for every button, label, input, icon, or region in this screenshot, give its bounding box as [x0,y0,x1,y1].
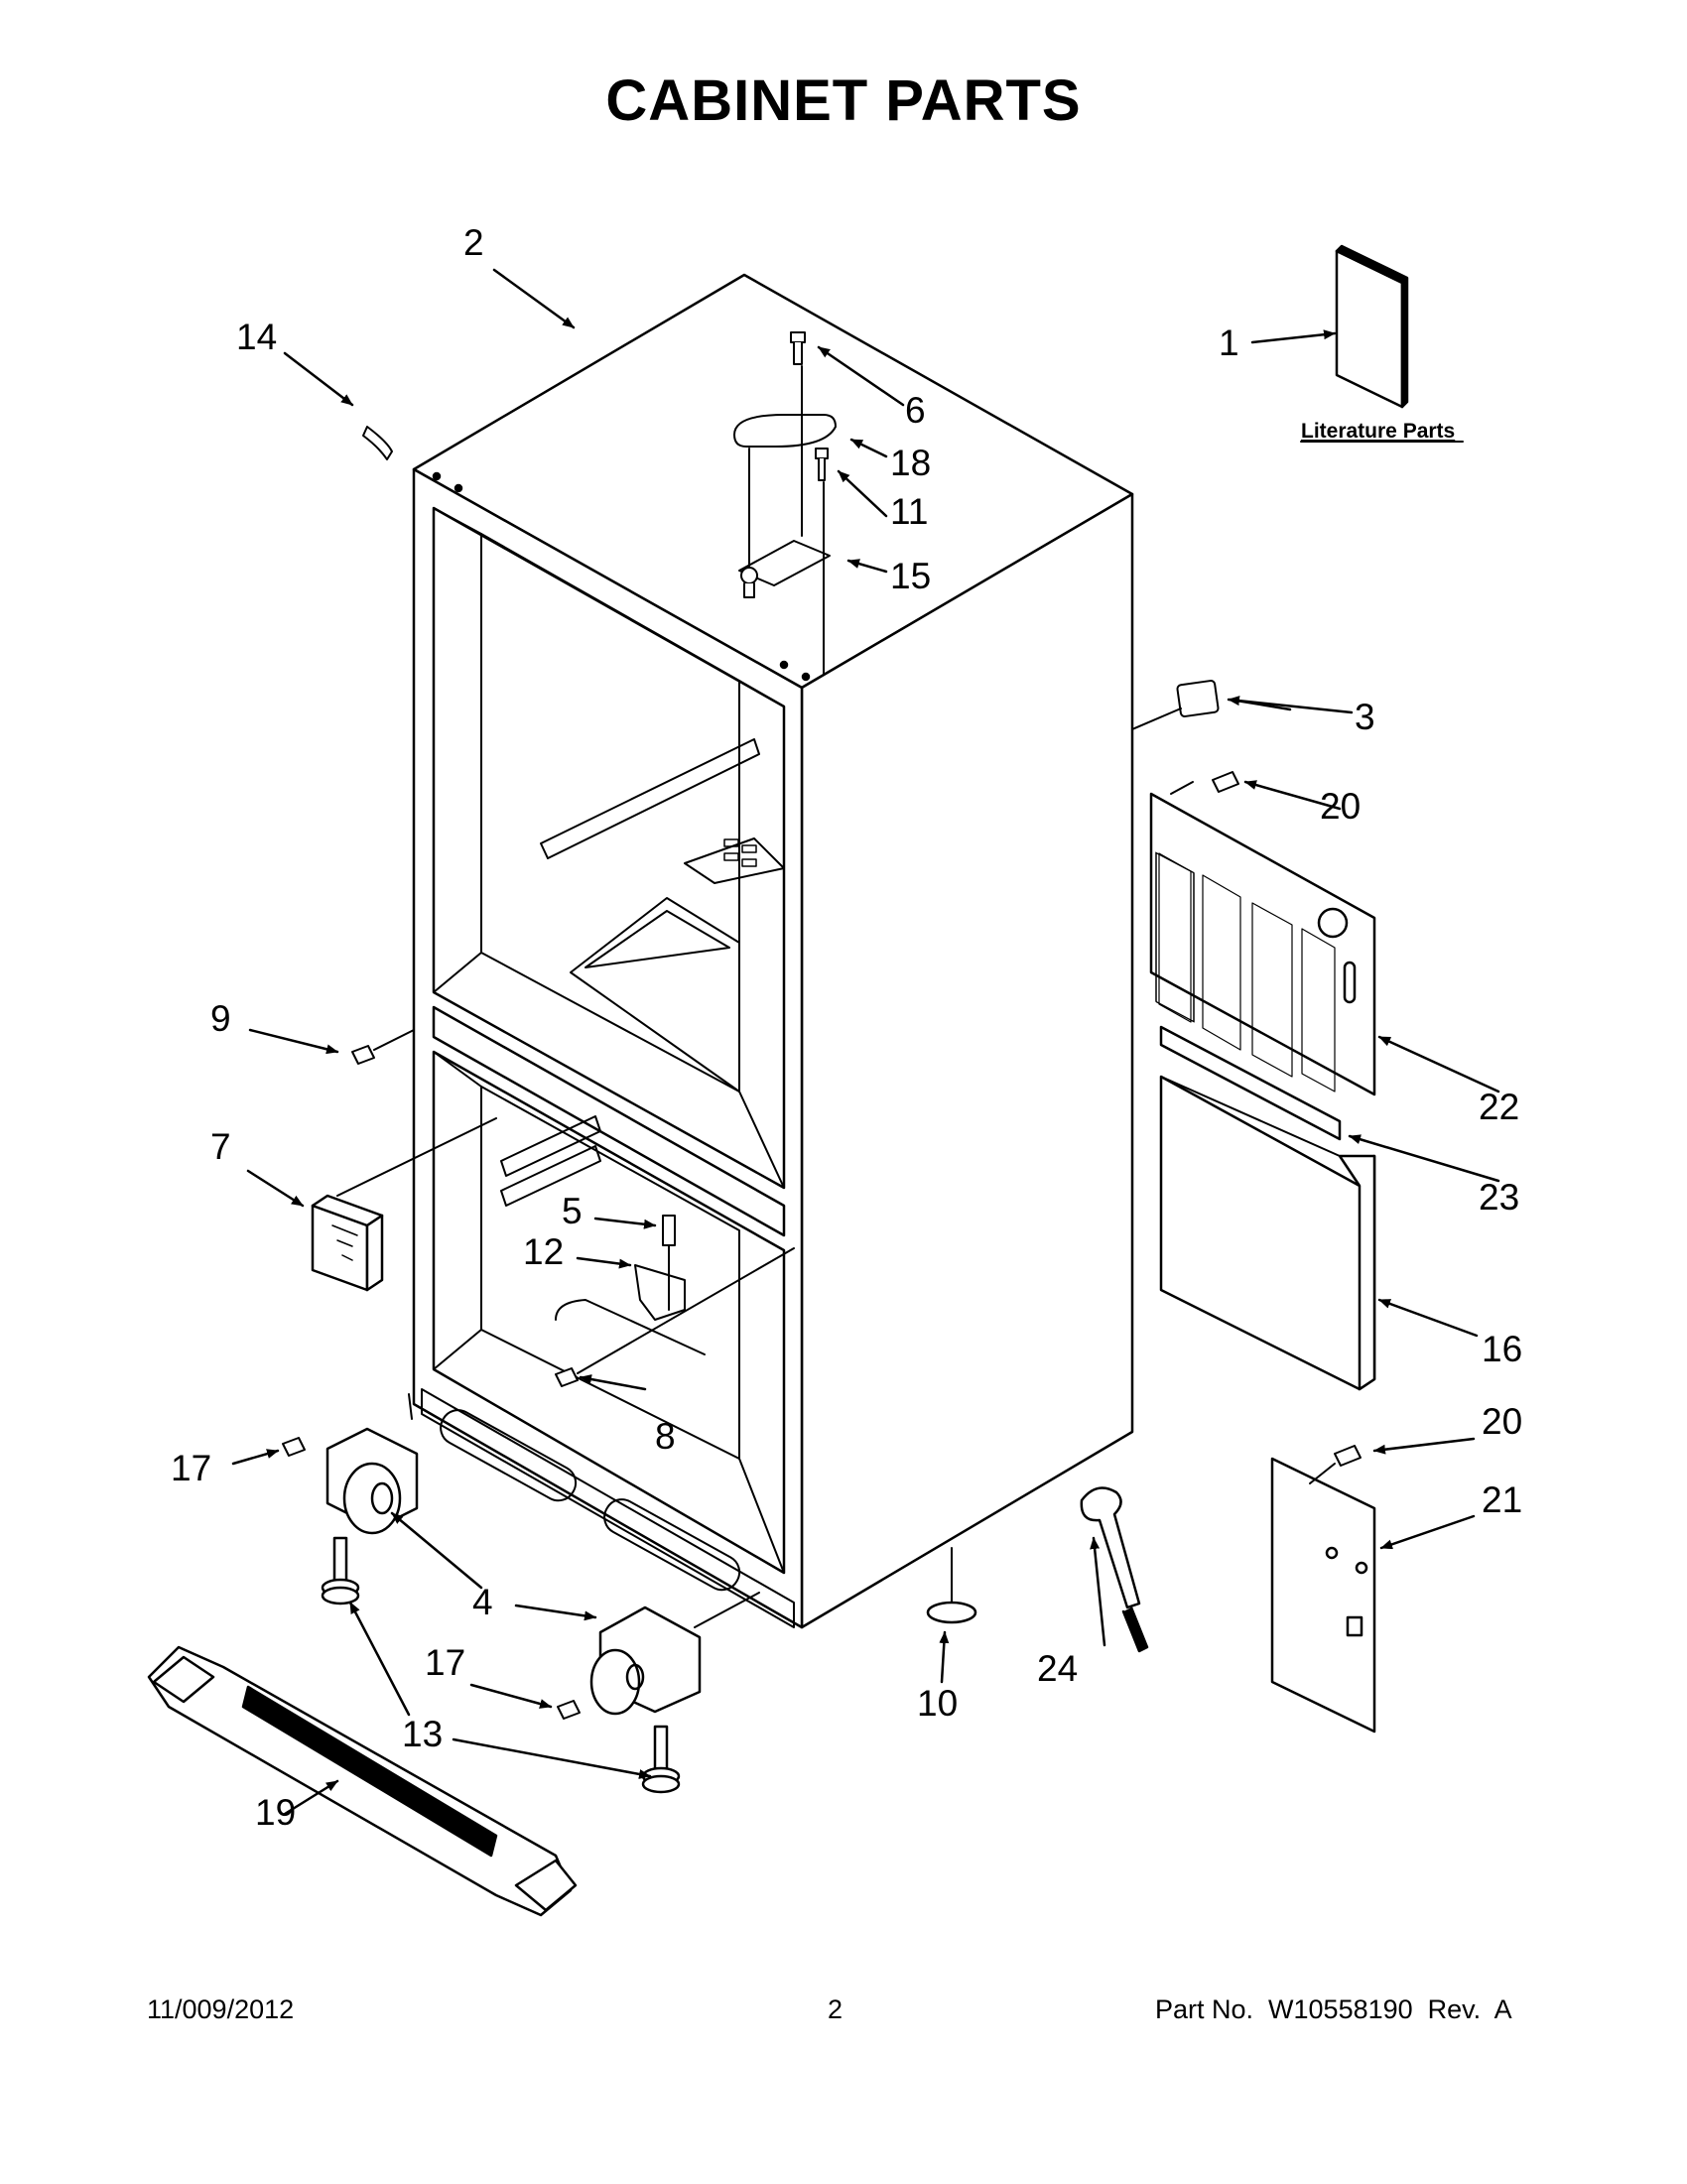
screw-9 [351,1045,375,1065]
valve-5 [662,1215,676,1246]
callout-12: 12 [523,1231,564,1272]
callout-5: 5 [562,1191,583,1231]
callout-22: 22 [1479,1087,1519,1127]
callout-6: 6 [905,390,926,431]
leveler-foot [926,1601,977,1624]
callout-3: 3 [1355,697,1375,737]
leveler-right [641,1725,681,1794]
callout-18: 18 [890,443,931,483]
rating-label-icon [1176,680,1220,717]
callout-11: 11 [890,491,928,532]
top-hinge-assembly [733,331,837,676]
callout-1: 1 [1219,322,1239,363]
roller-left [325,1427,419,1535]
callout-9: 9 [210,998,231,1039]
tube-14 [362,426,393,460]
screw-20a [1212,771,1239,793]
callout-8: 8 [655,1416,676,1457]
callout-numbers: 1 2 3 4 5 6 7 8 9 10 11 12 13 14 15 16 1… [171,222,1522,1833]
roller-right [589,1606,702,1716]
callout-24: 24 [1037,1648,1078,1689]
screw-8 [555,1367,579,1387]
callout-7: 7 [210,1126,231,1167]
wrench-tool [1080,1486,1149,1653]
access-cover [1270,1457,1376,1734]
screw-17b [557,1700,581,1720]
compressor-grille [1149,792,1376,1096]
callout-23: 23 [1479,1177,1519,1218]
callout-13: 13 [402,1714,443,1754]
cabinet-shell [412,273,1134,1629]
callout-15: 15 [890,556,931,596]
literature-parts-label: Literature Parts [1301,420,1455,443]
screw-17a [282,1437,306,1457]
leader-arrows [231,268,1500,1816]
base-grille [147,1645,578,1917]
callout-4: 4 [472,1582,493,1622]
callout-20a: 20 [1320,786,1361,827]
leveler-left [321,1536,360,1606]
footer-page-number: 2 [828,1994,844,2024]
callout-10: 10 [917,1683,958,1724]
callout-17a: 17 [171,1448,211,1488]
control-bracket [311,1194,384,1292]
grille-strip [1159,1025,1342,1141]
literature-book-icon [1335,244,1409,409]
page-title: CABINET PARTS [605,68,1082,133]
callout-14: 14 [236,317,277,357]
callout-2: 2 [463,222,484,263]
screw-20b [1334,1445,1362,1467]
callout-21: 21 [1482,1479,1522,1520]
callout-16: 16 [1482,1329,1522,1369]
footer-date: 11/009/2012 [147,1994,295,2024]
callout-20b: 20 [1482,1401,1522,1442]
callout-19: 19 [255,1792,296,1833]
bracket-12 [634,1264,686,1321]
footer-part-number: Part No. W10558190 Rev. A [1155,1994,1512,2024]
callout-17b: 17 [425,1642,465,1683]
